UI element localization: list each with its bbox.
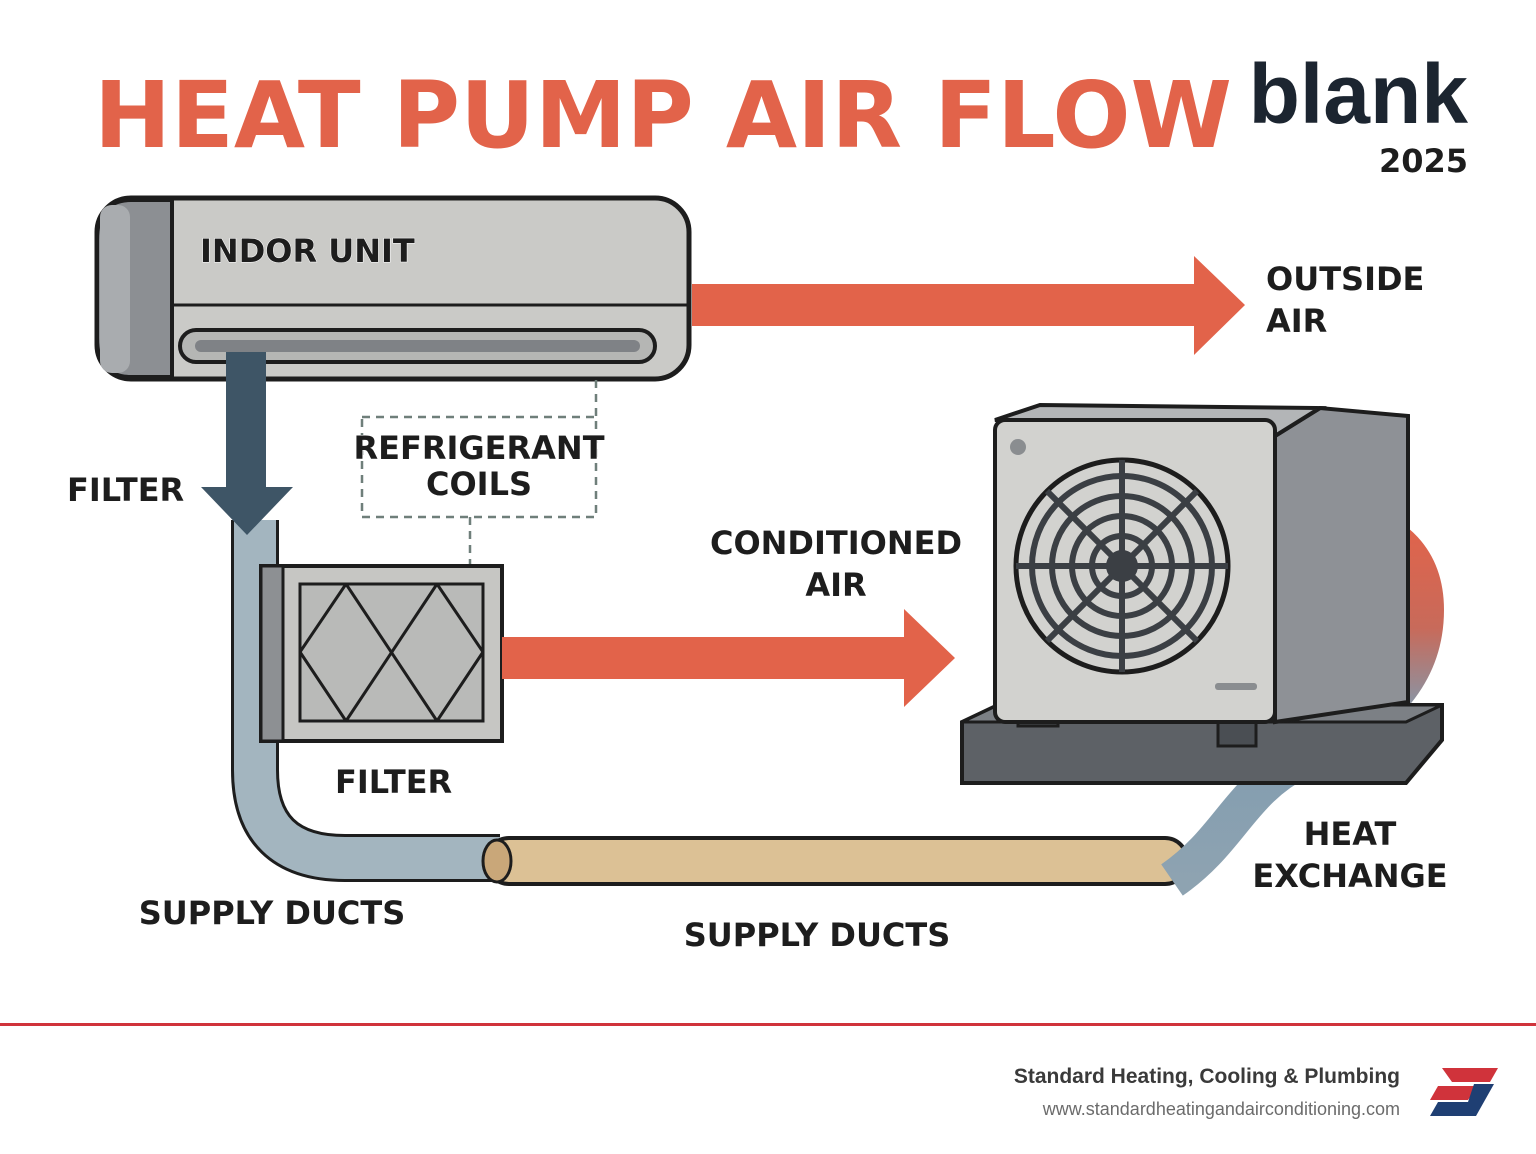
indoor-unit <box>94 195 692 382</box>
supply-ducts-label-left: SUPPLY DUCTS <box>139 894 406 932</box>
brand-logo-word: blank <box>1249 47 1469 141</box>
heat-exchange-label-line2: EXCHANGE <box>1252 857 1447 895</box>
supply-ducts-label-bottom: SUPPLY DUCTS <box>684 916 951 954</box>
outside-air-label-line2: AIR <box>1266 302 1327 340</box>
indoor-unit-label: INDOR UNIT <box>200 232 415 270</box>
filter-label-below: FILTER <box>335 763 452 801</box>
filter-unit <box>259 564 504 743</box>
filter-label-left: FILTER <box>67 471 184 509</box>
supply-duct-tan <box>485 836 1189 886</box>
footer-company-name: Standard Heating, Cooling & Plumbing <box>1013 1065 1400 1088</box>
footer-website-link[interactable]: www.standardheatingandairconditioning.co… <box>1042 1099 1400 1119</box>
refrigerant-coils-callout <box>360 380 598 565</box>
filter-down-arrow <box>201 352 293 535</box>
heat-exchange-label-line1: HEAT <box>1304 815 1397 853</box>
outside-air-label-line1: OUTSIDE <box>1266 260 1424 298</box>
conditioned-air-arrow <box>502 609 955 707</box>
duct-joint <box>481 838 513 884</box>
page-title: HEAT PUMP AIR FLOW <box>94 62 1232 169</box>
company-logo-icon <box>1430 1068 1498 1116</box>
conditioned-air-label-line2: AIR <box>805 566 866 604</box>
brand-year: 2025 <box>1379 142 1468 180</box>
refrigerant-coils-label-line1: REFRIGERANT <box>353 429 604 467</box>
footer-divider <box>0 1023 1536 1026</box>
refrigerant-coils-label-line2: COILS <box>426 465 532 503</box>
outdoor-unit <box>960 402 1444 785</box>
conditioned-air-label-line1: CONDITIONED <box>710 524 962 562</box>
supply-duct-blue-fill <box>234 520 500 879</box>
outside-air-arrow <box>692 256 1245 355</box>
